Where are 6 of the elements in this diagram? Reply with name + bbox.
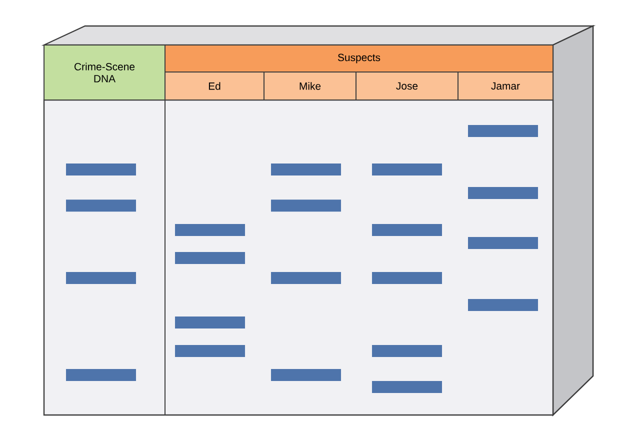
header-cell: Suspects — [164, 44, 554, 72]
header-cell: Jose — [356, 72, 458, 100]
header-cell: Jamar — [458, 72, 554, 100]
header-cell: Crime-Scene DNA — [44, 44, 166, 100]
header-cell: Mike — [264, 72, 356, 100]
header-cell: Ed — [164, 72, 264, 100]
